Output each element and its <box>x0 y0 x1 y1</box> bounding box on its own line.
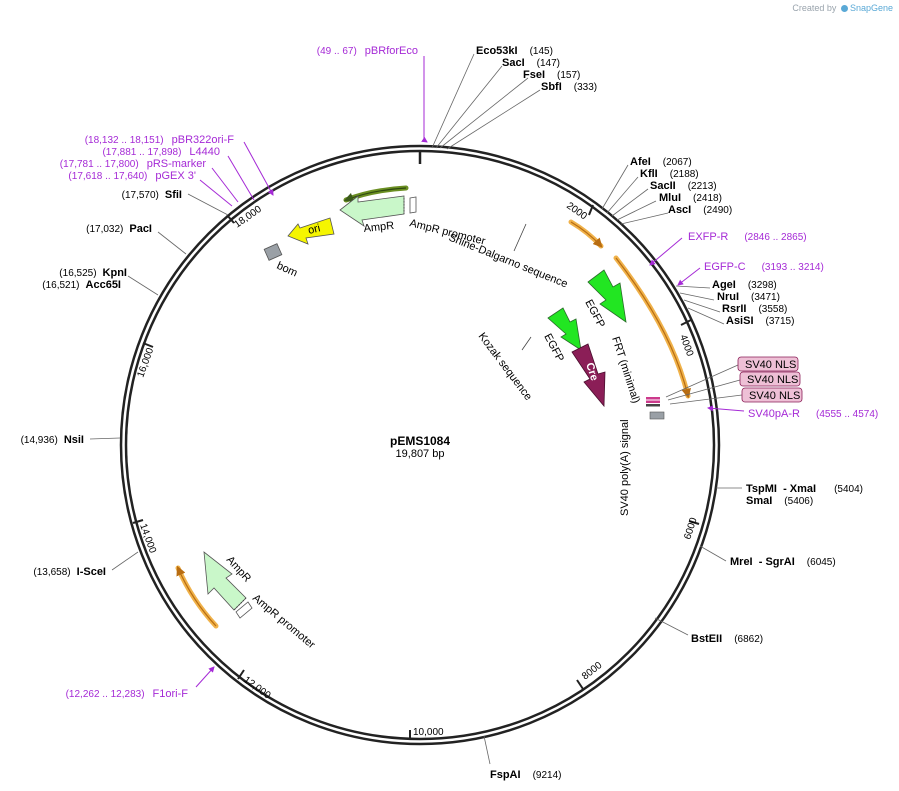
site-labels: Eco53kI(145) SacI(147) FseI(157) SbfI(33… <box>21 45 863 781</box>
site-saci: SacI(147) <box>502 57 560 69</box>
backbone-outer <box>119 144 721 746</box>
site-mlui: MluI(2418) <box>659 192 722 204</box>
ampr-bottom-arrow <box>203 551 247 611</box>
ori-arrow <box>287 217 335 245</box>
shine-dalgarno-leader <box>513 223 527 252</box>
label-ampr-top: AmpR <box>363 220 395 235</box>
site-smai: SmaI(5406) <box>746 495 813 507</box>
site-acc65i: (16,521)Acc65I <box>42 279 121 291</box>
site-i-scei: (13,658)I-SceI <box>33 566 106 578</box>
kozak-leader <box>521 336 532 351</box>
label-ori: ori <box>307 222 322 237</box>
site-bsteii: BstEII(6862) <box>691 633 763 645</box>
cre-arrow <box>571 343 606 408</box>
site-afei: AfeI(2067) <box>630 156 692 168</box>
site-rsrii: RsrII(3558) <box>722 303 787 315</box>
primer-prs-marker: (17,781 .. 17,800)pRS-marker <box>60 158 207 170</box>
orf-arc-upper-left-line <box>343 187 407 202</box>
site-tspmi-xmai: TspMI - XmaI(5404) <box>746 483 863 495</box>
label-frt: FRT (minimal) <box>609 335 642 405</box>
site-nsii: (14,936)NsiI <box>21 434 84 446</box>
label-ampr-promoter-bottom: AmpR promoter <box>250 592 317 651</box>
orf-arc-right-line <box>615 257 691 399</box>
egfp-arrow-1 <box>587 269 627 323</box>
small-feature-marks <box>646 397 665 420</box>
tick-label: 6000 <box>682 516 699 541</box>
plasmid-size: 19,807 bp <box>396 448 445 460</box>
sv40-nls-2: SV40 NLS <box>739 371 801 387</box>
nls-leaders <box>665 364 743 405</box>
site-asisi: AsiSI(3715) <box>726 315 794 327</box>
label-sv40-nls: SV40 NLS <box>745 359 796 371</box>
site-sbfi: SbfI(333) <box>541 81 597 93</box>
tick-labels: 2000 4000 6000 8000 10,000 12,000 14,000… <box>135 200 699 738</box>
label-sv40-polya: SV40 poly(A) signal <box>619 419 631 516</box>
plasmid-name: pEMS1084 <box>390 434 450 448</box>
orf-arc-top-line <box>570 221 603 248</box>
egfp-arrow-2 <box>547 307 582 351</box>
position-ticks <box>132 204 700 740</box>
primer-sv40pa-r: SV40pA-R(4555 .. 4574) <box>748 408 878 420</box>
site-agei: AgeI(3298) <box>712 279 777 291</box>
site-paci: (17,032)PacI <box>86 223 152 235</box>
label-kozak: Kozak sequence <box>476 331 535 403</box>
primer-pbr322ori-f: (18,132 .. 18,151)pBR322ori-F <box>85 134 235 146</box>
site-fsei: FseI(157) <box>523 69 580 81</box>
credit-prefix: Created by <box>792 3 837 13</box>
site-nrui: NruI(3471) <box>717 291 780 303</box>
sv40-nls-3: SV40 NLS <box>741 387 803 403</box>
sv40-nls-1: SV40 NLS <box>737 356 799 372</box>
primer-f1ori-f: (12,262 .. 12,283)F1ori-F <box>66 688 189 700</box>
credit-brand: SnapGene <box>849 3 893 13</box>
snapgene-credit: Created by SnapGene <box>792 3 893 13</box>
site-eco53ki: Eco53kI(145) <box>476 45 553 57</box>
sv40-polya-box <box>649 411 665 420</box>
bom-box <box>263 243 283 261</box>
primer-exfp-r: EXFP-R(2846 .. 2865) <box>688 231 807 243</box>
snapgene-logo-icon <box>840 5 848 12</box>
orf-arc-top <box>568 219 604 249</box>
site-sfii: (17,570)SfiI <box>122 189 182 201</box>
label-sv40-nls: SV40 NLS <box>747 374 798 386</box>
site-fspai: FspAI(9214) <box>490 769 561 781</box>
primer-egfp-c: EGFP-C(3193 .. 3214) <box>704 261 824 273</box>
site-asci: AscI(2490) <box>668 204 732 216</box>
ampr-top-arrow <box>339 195 405 227</box>
tick-label: 2000 <box>564 200 589 222</box>
orf-arc-left-line <box>176 565 217 627</box>
site-kfli: KflI(2188) <box>640 168 699 180</box>
site-sacii: SacII(2213) <box>650 180 717 192</box>
primer-l4440: (17,881 .. 17,898)L4440 <box>102 146 220 158</box>
ampr-promoter-bottom-arrow <box>235 601 253 619</box>
primer-pgex3: (17,618 .. 17,640)pGEX 3' <box>68 170 196 182</box>
backbone-inner <box>124 149 716 741</box>
primer-leaders <box>195 56 745 688</box>
label-bom: bom <box>275 260 299 280</box>
label-cre: Cre <box>583 361 600 382</box>
primer-labels: (49 .. 67)pBRforEco EXFP-R(2846 .. 2865)… <box>60 45 879 700</box>
site-mrei-sgrai: MreI - SgrAI(6045) <box>730 556 836 568</box>
site-kpni: (16,525)KpnI <box>59 267 127 279</box>
tick-label: 8000 <box>580 660 605 683</box>
label-sv40-nls: SV40 NLS <box>749 390 800 402</box>
site-leaders <box>89 53 742 765</box>
tick-label: 10,000 <box>413 727 444 738</box>
ampr-promoter-top-arrow <box>409 196 417 214</box>
label-shine-dalgarno: Shine-Dalgarno sequence <box>447 232 569 291</box>
primer-pbrforeco: (49 .. 67)pBRforEco <box>317 45 418 57</box>
